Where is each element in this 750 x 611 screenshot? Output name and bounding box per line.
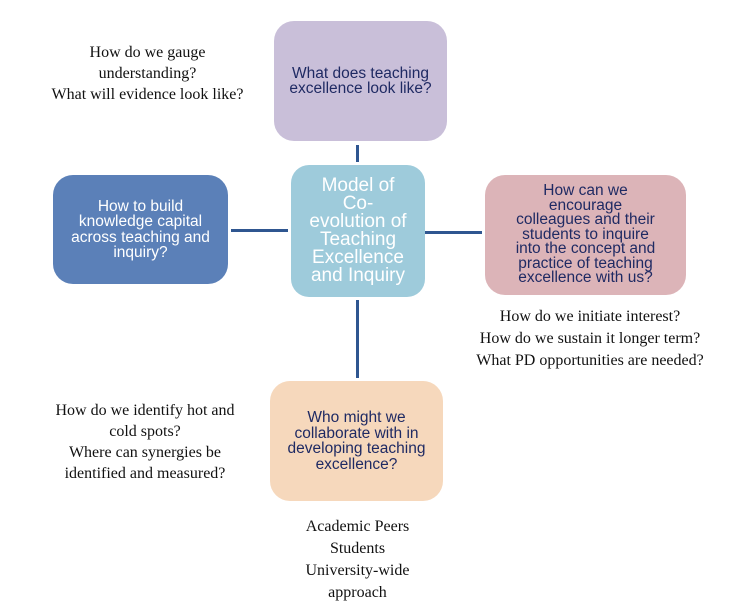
node-label: How can we encourage colleagues and thei… xyxy=(515,182,656,287)
connector-center-top xyxy=(356,145,359,162)
annotation-collaborators: Academic Peers Students University-wide … xyxy=(305,518,410,601)
connector-center-bottom xyxy=(356,300,359,378)
node-knowledge-capital: How to build knowledge capital across te… xyxy=(53,175,228,284)
connector-center-left xyxy=(231,229,288,232)
annotation-hot-cold-spots: How do we identify hot and cold spots? W… xyxy=(55,402,235,482)
node-collaborate: Who might we collaborate with in develop… xyxy=(270,381,443,501)
node-center-model: Model of Co- evolution of Teaching Excel… xyxy=(291,165,425,297)
connector-center-right xyxy=(425,231,482,234)
node-encourage-colleagues: How can we encourage colleagues and thei… xyxy=(485,175,686,295)
annotation-gauge-understanding: How do we gauge understanding? What will… xyxy=(51,44,244,103)
node-label: Who might we collaborate with in develop… xyxy=(287,409,426,473)
center-label: Model of Co- evolution of Teaching Excel… xyxy=(309,175,407,286)
node-teaching-excellence: What does teaching excellence look like? xyxy=(274,21,447,141)
annotation-initiate-interest: How do we initiate interest? How do we s… xyxy=(476,308,704,369)
node-label: What does teaching excellence look like? xyxy=(289,64,432,97)
node-label: How to build knowledge capital across te… xyxy=(71,197,210,261)
